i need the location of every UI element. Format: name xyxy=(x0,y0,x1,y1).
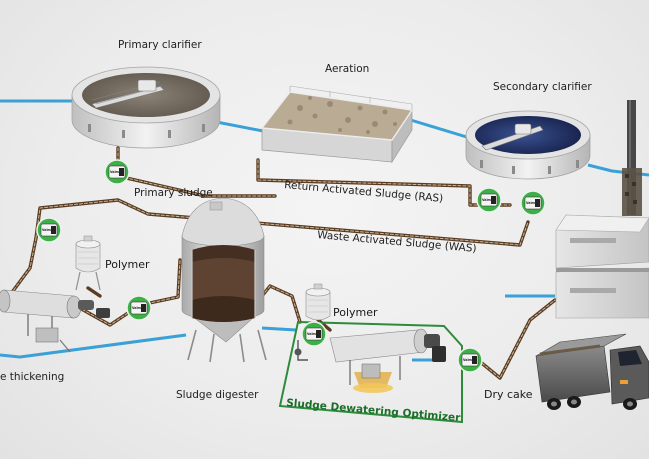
chimney-stack xyxy=(627,100,636,215)
label-was: Waste Activated Sludge (WAS) xyxy=(317,229,477,255)
analyzer-badge-primary-sludge[interactable]: Valmet xyxy=(104,159,130,185)
sludge-digester-silo xyxy=(181,197,267,363)
primary-clarifier xyxy=(71,66,221,149)
polymer-tank-center xyxy=(305,283,331,321)
primary-clarifier-drive xyxy=(137,79,157,92)
thickening-feed-pipe xyxy=(8,236,38,297)
incinerator-building xyxy=(555,100,649,319)
dry-cake-truck xyxy=(535,333,649,410)
polymer-tank-left xyxy=(75,235,101,291)
label-thickening: e thickening xyxy=(0,371,64,383)
analyzer-badge-thickener[interactable]: Valmet xyxy=(126,295,152,321)
label-sludge-digester: Sludge digester xyxy=(176,389,259,401)
badge-label: Valmet xyxy=(132,306,145,310)
label-optimizer: Sludge Dewatering Optimizer xyxy=(286,397,462,424)
badge-label: Valmet xyxy=(463,358,476,362)
water-pipe-digester-return xyxy=(261,326,297,332)
water-pipe-lower-left xyxy=(0,333,187,359)
label-primary-clarifier: Primary clarifier xyxy=(118,39,202,51)
water-pipe-aeration-to-secondary xyxy=(403,116,471,140)
was-pipe xyxy=(34,198,530,247)
analyzer-badge-was-right[interactable]: Valmet xyxy=(520,190,546,216)
label-secondary-clarifier: Secondary clarifier xyxy=(493,81,592,93)
badge-label: Valmet xyxy=(42,228,55,232)
badge-label: Valmet xyxy=(526,201,539,205)
analyzer-badge-ras[interactable]: Valmet xyxy=(476,187,502,213)
badge-label: Valmet xyxy=(307,332,320,336)
gravity-thickener-equipment xyxy=(0,235,110,353)
thickener-drum xyxy=(3,289,75,319)
label-polymer-center: Polymer xyxy=(333,306,378,319)
polymer-left-feed xyxy=(86,286,102,298)
analyzer-badge-filtrate[interactable]: Valmet xyxy=(457,347,483,373)
label-polymer-left: Polymer xyxy=(105,258,150,271)
label-aeration: Aeration xyxy=(325,63,369,75)
analyzer-badge-dewatering-feed[interactable]: Valmet xyxy=(301,321,327,347)
secondary-clarifier xyxy=(465,110,591,180)
badge-label: Valmet xyxy=(482,198,495,202)
label-dry-cake: Dry cake xyxy=(484,388,533,401)
optimizer-boundary xyxy=(278,320,463,424)
dewatering-press xyxy=(294,283,446,393)
aeration-basin xyxy=(260,85,414,164)
analyzer-badge-was-left[interactable]: Valmet xyxy=(36,217,62,243)
label-primary-sludge: Primary sludge xyxy=(134,187,213,199)
badge-label: Valmet xyxy=(110,170,123,174)
screw-press-drum xyxy=(329,329,425,363)
silo-roof xyxy=(181,197,265,247)
primary-clarifier-bridge xyxy=(91,85,165,109)
analyzer-badges: Valmet Valmet Valmet Valmet Valmet xyxy=(36,159,546,373)
